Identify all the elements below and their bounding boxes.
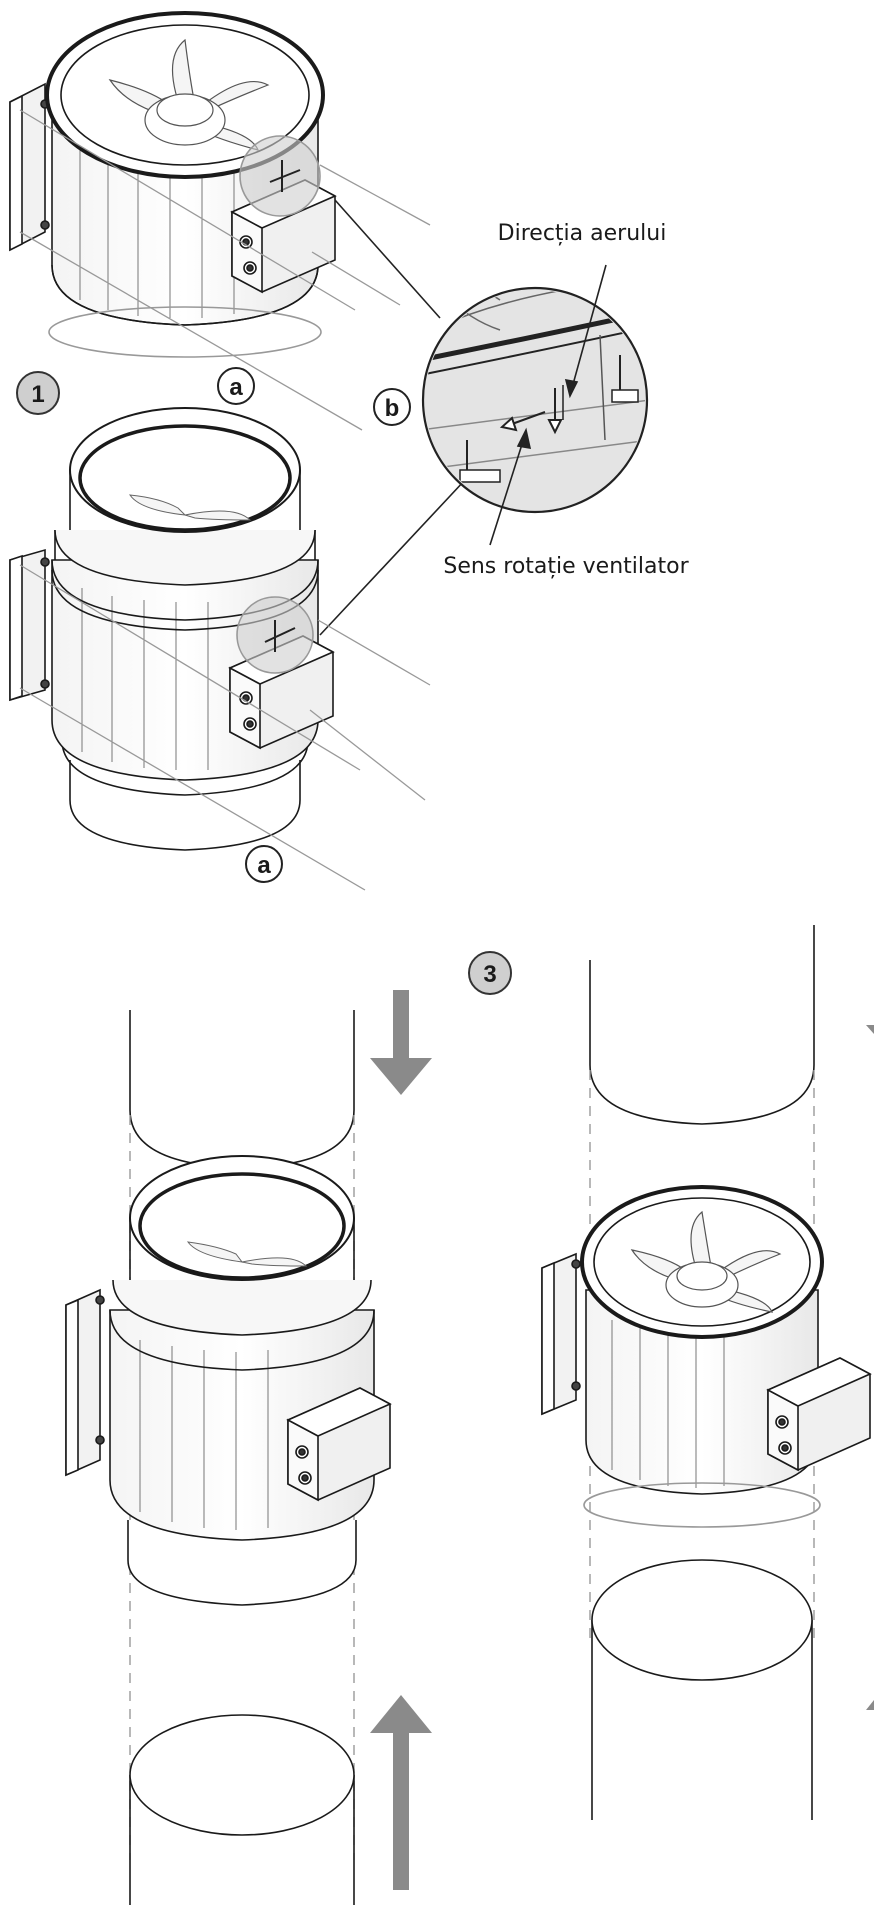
- fan-icon: [108, 38, 270, 151]
- mounting-bracket-top: [9, 82, 50, 252]
- duct-lower-right: [591, 1620, 813, 1820]
- svg-text:3: 3: [483, 961, 496, 988]
- marker-b: b: [373, 388, 411, 426]
- duct-assembly-right: [541, 925, 874, 1820]
- zoom-detail: [319, 199, 649, 636]
- bolt-icon: [40, 557, 50, 567]
- svg-text:b: b: [385, 395, 400, 422]
- duct-assembly-left: [65, 990, 432, 1905]
- guide-lines-middle: [19, 564, 431, 891]
- bolt-icon: [571, 1259, 581, 1269]
- svg-text:1: 1: [31, 381, 44, 408]
- fan-icon: [630, 1210, 782, 1313]
- duct-lower-left: [129, 1775, 355, 1905]
- bolt-icon: [95, 1435, 105, 1445]
- arrow-icon: [370, 990, 432, 1890]
- step-badge-3: 3: [468, 951, 512, 995]
- mounting-bracket-middle: [9, 548, 50, 702]
- arrow-icon: [866, 1025, 874, 1710]
- bolt-icon: [571, 1381, 581, 1391]
- duct-upper-right: [589, 925, 815, 1125]
- arrow-icon: [499, 385, 564, 435]
- bolt-icon: [95, 1295, 105, 1305]
- step-badge-1: 1: [16, 371, 60, 415]
- bolt-icon: [40, 679, 50, 689]
- callout-leaders: [489, 264, 607, 546]
- detail-highlight-top: [239, 135, 321, 217]
- callout-fan-rotation: Sens rotație ventilator: [443, 554, 689, 579]
- marker-a-bottom: a: [245, 845, 283, 883]
- callout-air-direction: Direcția aerului: [498, 221, 667, 246]
- fan-unit-left: [65, 1155, 392, 1606]
- svg-text:a: a: [257, 852, 271, 879]
- fan-unit-top: [9, 11, 337, 358]
- duct-upper-left: [129, 1010, 355, 1169]
- marker-a-top: a: [217, 367, 255, 405]
- svg-text:a: a: [229, 374, 243, 401]
- bolt-icon: [40, 220, 50, 230]
- fan-unit-right: [541, 1185, 872, 1528]
- fan-unit-middle: [9, 407, 335, 851]
- guide-lines-top: [19, 109, 431, 431]
